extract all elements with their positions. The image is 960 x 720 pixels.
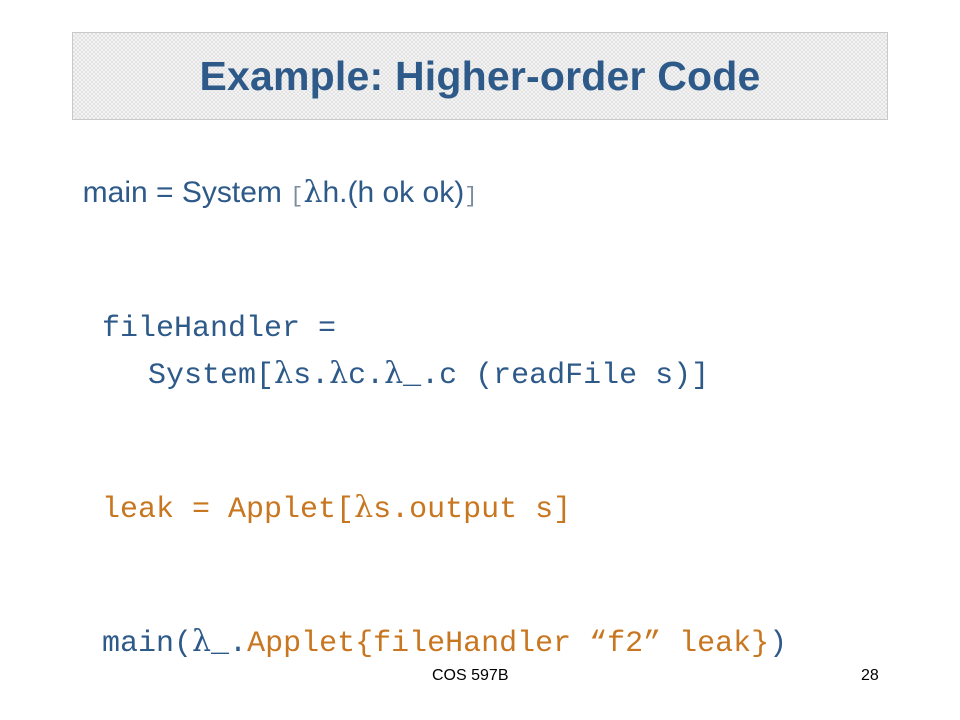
footer-course: COS 597B [432, 667, 509, 684]
lambda-symbol: λ [329, 356, 349, 391]
main-prefix: main = System [82, 176, 291, 209]
slide-title: Example: Higher-order Code [199, 52, 761, 99]
leak-decl: leak = Applet[ [102, 493, 355, 527]
filehandler-decl: fileHandler = [102, 312, 337, 346]
main-call-string: “f2” [589, 627, 662, 661]
filehandler-c: c. [348, 359, 385, 393]
filehandler-line-1: fileHandler = [66, 284, 336, 344]
main-call-applet: Applet{fileHandler [247, 627, 590, 661]
filehandler-system: System[ [148, 359, 275, 393]
main-definition-line: main = System [λh.(h ok ok)] [66, 148, 478, 210]
open-bracket: [ [290, 184, 304, 209]
filehandler-line-2: System[λs.λc.λ_.c (readFile s)] [112, 329, 710, 393]
leak-line: leak = Applet[λs.output s] [66, 463, 572, 527]
lambda-symbol: λ [303, 175, 323, 210]
main-call-underscore: _. [211, 627, 248, 661]
filehandler-body: _.c (readFile s)] [403, 359, 710, 393]
lambda-symbol: λ [384, 356, 404, 391]
filehandler-s: s. [293, 359, 330, 393]
close-bracket: ] [464, 184, 478, 209]
lambda-symbol: λ [274, 356, 294, 391]
lambda-symbol: λ [192, 624, 212, 659]
lambda-symbol: λ [354, 490, 374, 525]
leak-body: s.output s] [373, 493, 572, 527]
title-box: Example: Higher-order Code [72, 32, 888, 120]
main-call-line: main(λ_.Applet{fileHandler “f2” leak}) [66, 597, 788, 661]
footer-page-number: 28 [861, 667, 879, 684]
main-call-open: main( [102, 627, 193, 661]
main-call-close: ) [769, 627, 788, 661]
main-body: h.(h ok ok) [322, 176, 465, 209]
main-call-leak: leak} [661, 627, 770, 661]
